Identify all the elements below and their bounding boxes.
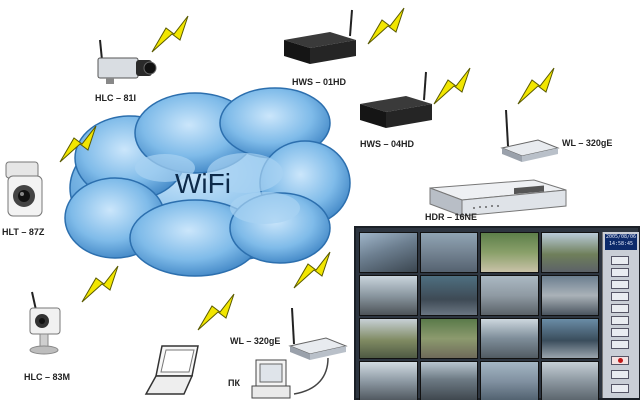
clock-display: 2005/08/06 14:58:45 <box>605 234 637 250</box>
wireless-access-point-icon <box>500 109 560 162</box>
exit-button[interactable] <box>611 384 629 393</box>
lightning-bolt-icon <box>151 15 189 53</box>
camera-feed[interactable] <box>540 361 599 400</box>
layout-1-button[interactable] <box>611 256 629 265</box>
camera-feed[interactable] <box>419 275 478 316</box>
network-cable <box>293 357 329 395</box>
camera-feed[interactable] <box>480 232 539 273</box>
lightning-bolt-icon <box>517 67 555 105</box>
camera-feed[interactable] <box>419 318 478 359</box>
lightning-bolt-icon <box>197 293 235 331</box>
surveillance-monitor: 2005/08/06 14:58:45 <box>354 226 640 400</box>
camera-feed[interactable] <box>540 232 599 273</box>
search-button[interactable] <box>611 328 629 337</box>
clock-date: 2005/08/06 <box>605 234 637 240</box>
lightning-bolt-icon <box>293 251 331 289</box>
camera-feed[interactable] <box>359 232 418 273</box>
record-button[interactable] <box>611 356 629 365</box>
camera-feed[interactable] <box>419 232 478 273</box>
camera-feed[interactable] <box>359 361 418 400</box>
layout-16-button[interactable] <box>611 292 629 301</box>
camera-feed[interactable] <box>540 275 599 316</box>
device-label-hws-04hd: HWS – 04HD <box>360 139 415 149</box>
settings-button[interactable] <box>611 370 629 379</box>
lightning-bolt-icon <box>59 125 97 163</box>
lightning-bolt-icon <box>81 265 119 303</box>
wireless-server-icon <box>360 71 432 128</box>
cube-camera-icon <box>29 291 61 355</box>
video-recorder-icon <box>429 179 567 217</box>
playback-button[interactable] <box>611 340 629 349</box>
camera-feed[interactable] <box>540 318 599 359</box>
camera-feed[interactable] <box>419 361 478 400</box>
camera-grid <box>359 232 599 400</box>
dome-camera-icon <box>5 161 43 217</box>
record-icon <box>618 358 623 363</box>
layout-9-button[interactable] <box>611 280 629 289</box>
sequence-button[interactable] <box>611 304 629 313</box>
device-label-hlc-83m: HLC – 83M <box>24 372 71 382</box>
ptz-button[interactable] <box>611 316 629 325</box>
device-label-pc: ПК <box>228 378 240 388</box>
device-label-hlc-81i: HLC – 81I <box>95 93 137 103</box>
wifi-cloud <box>64 87 351 277</box>
wifi-label: WiFi <box>175 168 231 199</box>
clock-time: 14:58:45 <box>608 241 634 247</box>
camera-feed[interactable] <box>480 318 539 359</box>
lightning-bolt-icon <box>433 67 471 105</box>
box-camera-icon <box>97 39 157 84</box>
device-label-wl-320ge: WL – 320gE <box>562 138 613 148</box>
device-label-hws-01hd: HWS – 01HD <box>292 77 347 87</box>
control-panel: 2005/08/06 14:58:45 <box>602 232 639 398</box>
device-label-hdr-16ne: HDR – 16NE <box>425 212 478 222</box>
lightning-bolt-icon <box>367 7 405 45</box>
layout-4-button[interactable] <box>611 268 629 277</box>
camera-feed[interactable] <box>359 318 418 359</box>
camera-feed[interactable] <box>480 361 539 400</box>
camera-feed[interactable] <box>359 275 418 316</box>
camera-feed[interactable] <box>480 275 539 316</box>
device-label-wl-320ge-2: WL – 320gE <box>230 336 281 346</box>
device-label-hlt-87z: HLT – 87Z <box>2 227 45 237</box>
wireless-access-point-icon <box>288 307 348 360</box>
desktop-computer-icon <box>251 359 291 399</box>
wireless-server-icon <box>284 9 356 64</box>
laptop-icon <box>144 345 199 395</box>
